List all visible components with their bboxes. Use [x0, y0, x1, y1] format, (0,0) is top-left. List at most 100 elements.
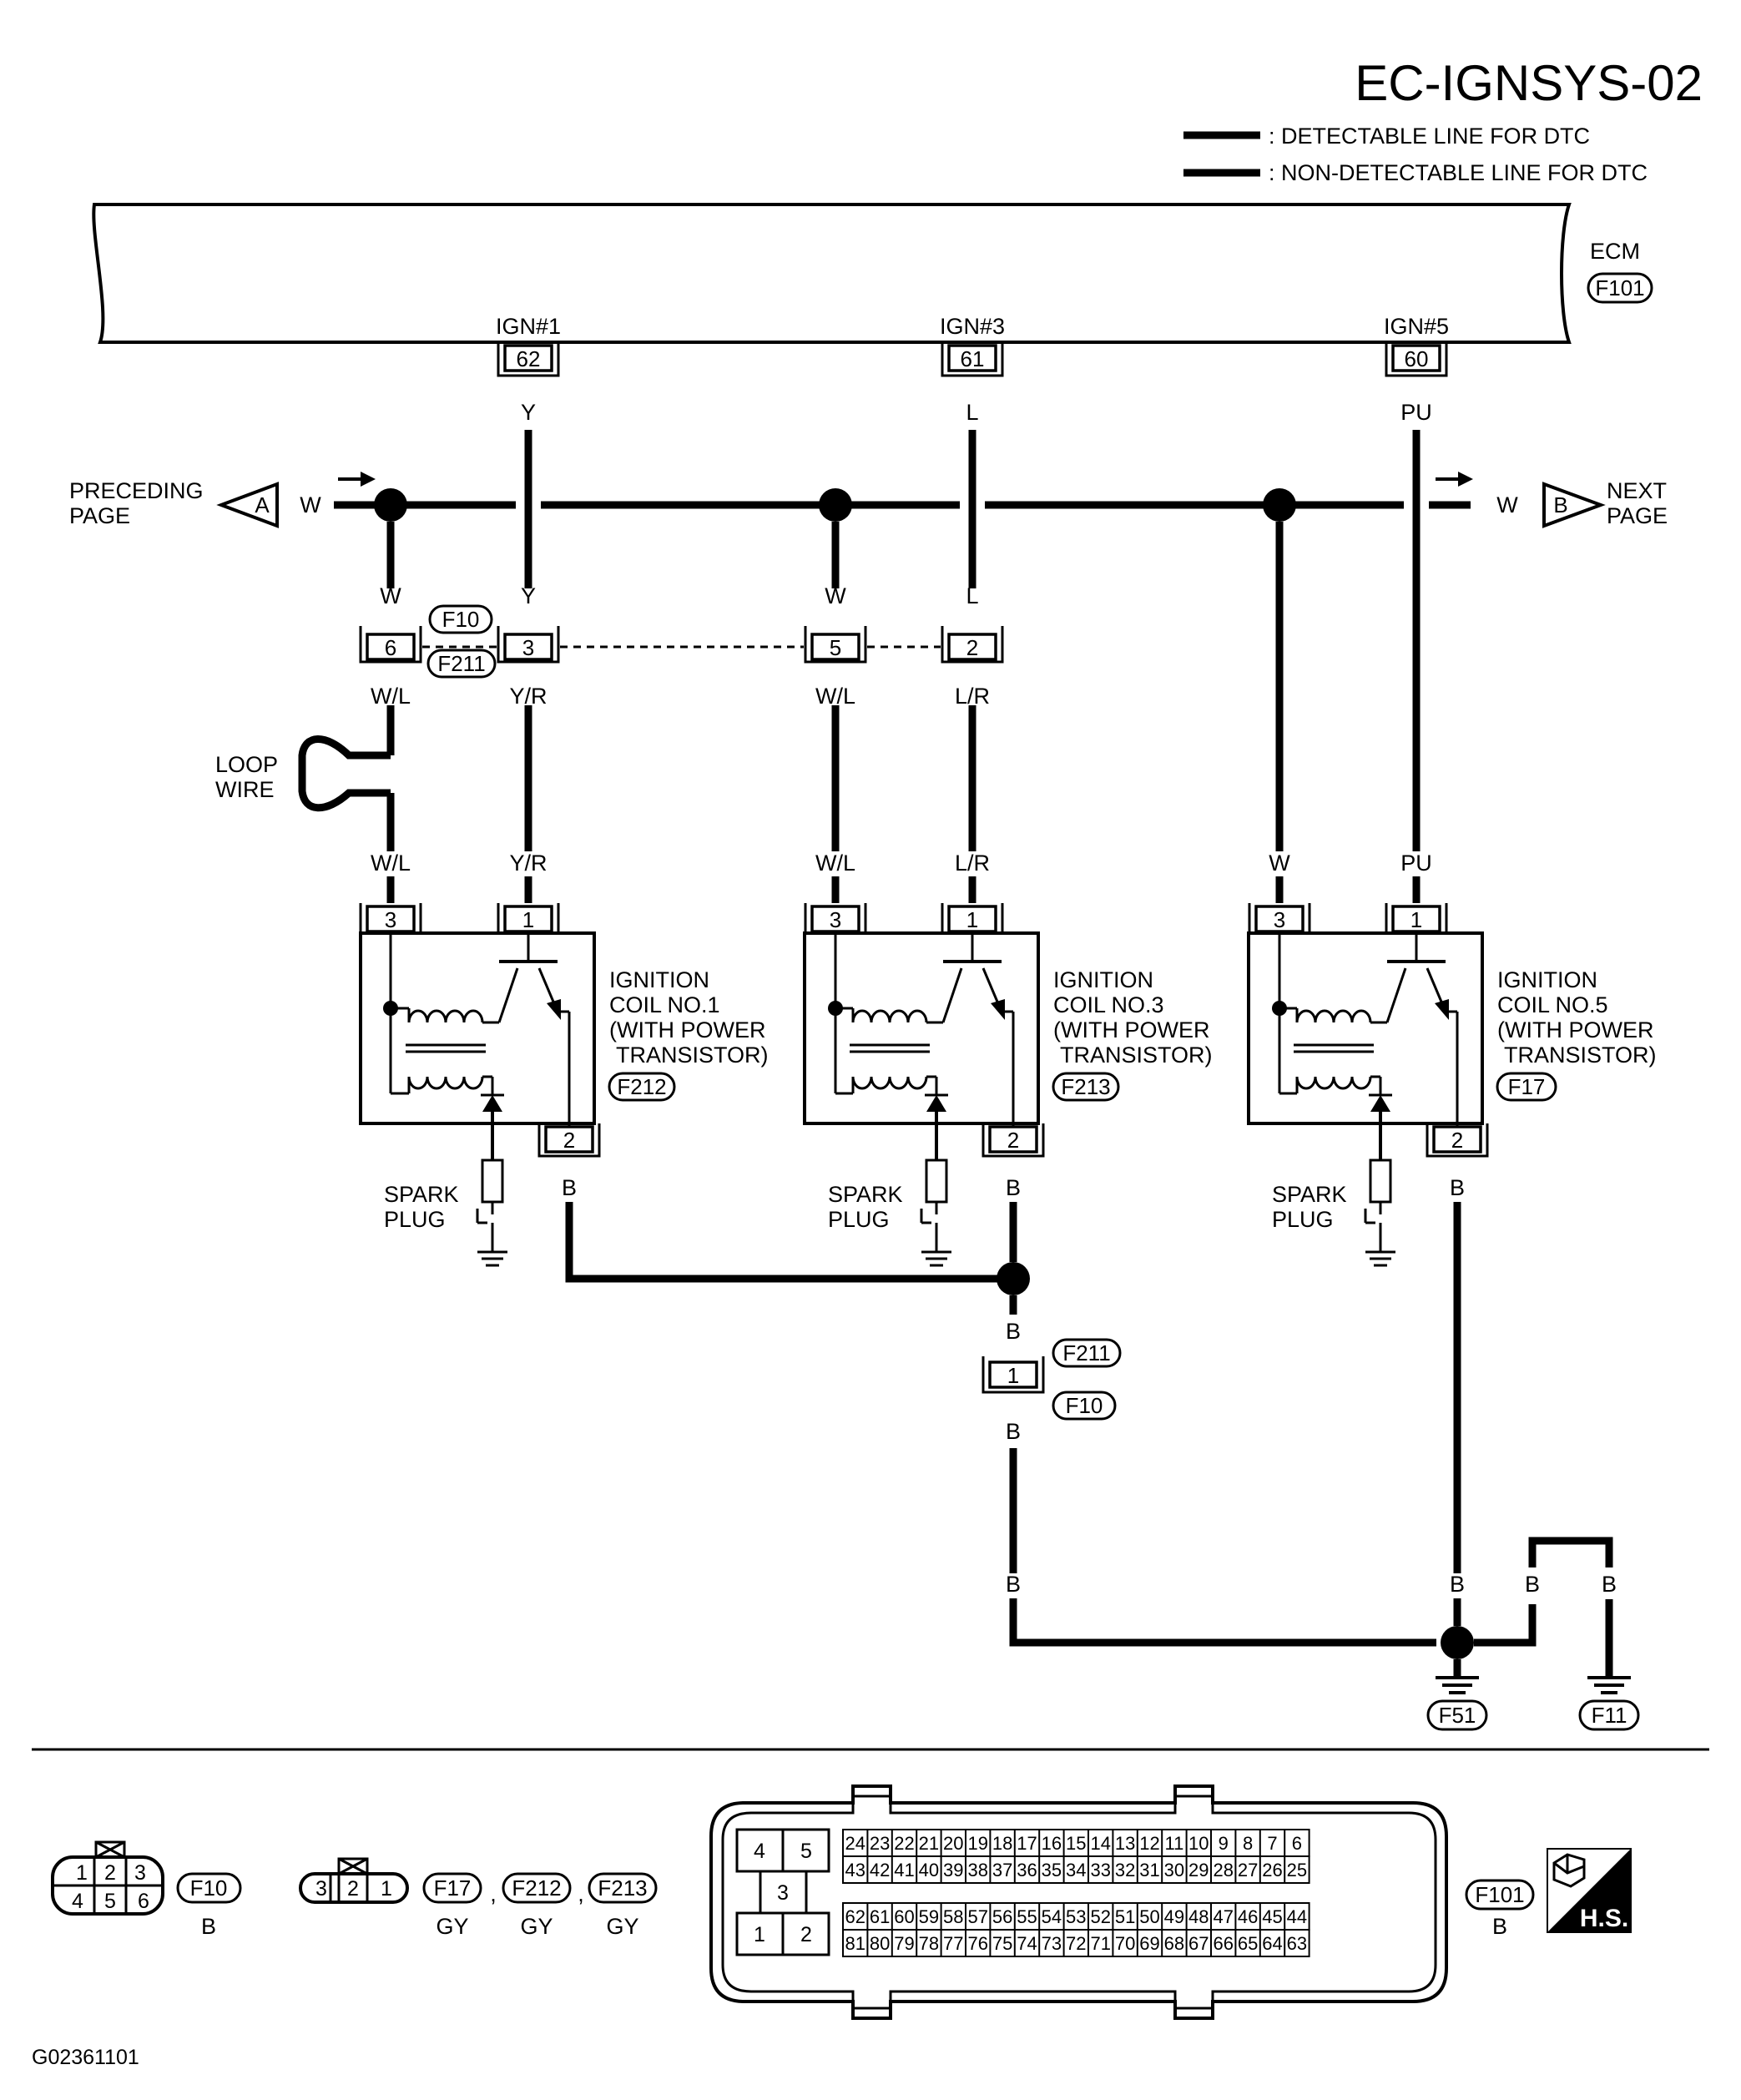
harness-output-labels: W/L Y/R W/L L/R	[371, 684, 990, 709]
ecm-connector-pin: 65	[1238, 1933, 1258, 1954]
coil-label-line3: (WITH POWER	[1497, 1017, 1653, 1042]
ecm-connector-pin: 10	[1188, 1833, 1209, 1854]
transistor-collector	[941, 967, 963, 1023]
ecm-connector-pin: 67	[1188, 1933, 1209, 1954]
ecm-connector-pin: 55	[1017, 1906, 1037, 1927]
terminal-pin-box	[810, 633, 860, 661]
ecm-connector-pin: 20	[943, 1833, 963, 1854]
next-page-line1: NEXT	[1607, 478, 1667, 503]
wire-color-label: W/L	[815, 684, 855, 709]
wire-color-label: Y	[521, 400, 536, 425]
ecm-terminal-ign3: IGN#3 61 L	[940, 314, 1005, 425]
coil-label-line4: TRANSISTOR)	[616, 1042, 769, 1068]
wire-color-label: B	[1525, 1572, 1540, 1597]
connector-pin: 1	[754, 1923, 765, 1946]
connector-color: GY	[520, 1914, 553, 1939]
connector-code-pill	[1052, 1391, 1117, 1421]
ecm-connector-pin: 17	[1017, 1833, 1037, 1854]
connector-code-pill	[422, 1872, 482, 1904]
terminal-pin-box	[1254, 905, 1304, 933]
connector-pin: 4	[754, 1840, 765, 1863]
offpage-flag-a	[216, 482, 279, 528]
wire-color-label: L	[966, 583, 978, 608]
ecm-connector-pin: 14	[1090, 1833, 1110, 1854]
spark-plug-ground-icon	[1364, 1202, 1395, 1267]
junction-dot	[819, 488, 852, 522]
ecm-connector-pin: 6	[1292, 1833, 1302, 1854]
ecm-connector-pin: 69	[1139, 1933, 1159, 1954]
terminal-bracket	[359, 626, 422, 664]
ecm-connector-pin: 25	[1287, 1860, 1307, 1880]
ecm-terminal-ign5: IGN#5 60 PU	[1384, 314, 1449, 425]
wire-b	[1528, 1537, 1613, 1567]
terminal-bracket	[497, 344, 560, 377]
ecm-connector-pin: 37	[992, 1860, 1012, 1880]
terminal-pin-box	[503, 344, 553, 372]
terminal-pin-box	[1391, 344, 1441, 372]
coil-label-line1: IGNITION	[1053, 967, 1153, 992]
connector-color: GY	[436, 1914, 468, 1939]
ecm-connector-pin: 43	[845, 1860, 865, 1880]
wire-color-label: L/R	[955, 684, 990, 709]
terminal-pin-box	[544, 1125, 594, 1153]
line-legend: : DETECTABLE LINE FOR DTC : NON-DETECTAB…	[1183, 124, 1648, 185]
connector-latch-icon	[94, 1840, 126, 1859]
spark-plug-line2: PLUG	[828, 1207, 890, 1232]
w-power-bus	[334, 488, 1471, 522]
ecm-connector-pin: 29	[1188, 1860, 1209, 1880]
connector-pin: 2	[104, 1861, 116, 1885]
wire-b	[1474, 1604, 1537, 1647]
offpage-letter-a: A	[255, 492, 270, 517]
ecm-pin-row	[842, 1829, 1310, 1857]
spark-plug-body	[1369, 1159, 1392, 1204]
connector-pin: 3	[777, 1881, 789, 1905]
ecm-connector-pin: 13	[1115, 1833, 1135, 1854]
legend-detectable-label: : DETECTABLE LINE FOR DTC	[1269, 124, 1590, 149]
secondary-winding	[407, 1076, 484, 1090]
ecm-connector-pin: 79	[894, 1933, 914, 1954]
terminal-pin-box	[947, 344, 997, 372]
hs-badge-triangle	[1547, 1849, 1631, 1932]
terminal-pin-number: 61	[961, 346, 985, 371]
connector-code: F10	[190, 1875, 228, 1901]
coil-body	[359, 931, 596, 1125]
terminal-bracket	[497, 626, 560, 664]
spark-plug-body	[481, 1159, 504, 1204]
ecm-connector-pin: 51	[1115, 1906, 1135, 1927]
ecm-connector-pin: 70	[1115, 1933, 1135, 1954]
terminal-bracket	[941, 344, 1004, 377]
transistor-arrow	[547, 999, 561, 1020]
terminal-pin-number: 3	[1274, 907, 1285, 932]
terminal-pin-box	[947, 905, 997, 933]
connector-pin: 5	[104, 1890, 116, 1913]
ecm-connector-pin: 12	[1139, 1833, 1159, 1854]
ecm-pin-row	[842, 1902, 1310, 1931]
ecm-connector-pin: 11	[1164, 1833, 1183, 1854]
ecm-connector-pin: 58	[943, 1906, 963, 1927]
connector-view-coil: 3 2 1 F17 , F212 , F213 GY GY GY	[299, 1857, 658, 1939]
ecm-connector-pin: 36	[1017, 1860, 1037, 1880]
terminal-pin-box	[947, 633, 997, 661]
secondary-winding	[851, 1076, 928, 1090]
terminal-pin-number: 2	[563, 1128, 575, 1153]
wire-color-label: B	[1006, 1175, 1021, 1200]
ecm-connector-pin: 71	[1090, 1933, 1110, 1954]
connector-code-pill	[1052, 1072, 1120, 1102]
coil-label-line4: TRANSISTOR)	[1504, 1042, 1657, 1068]
coil-body	[803, 931, 1040, 1125]
coil-label-line3: (WITH POWER	[609, 1017, 765, 1042]
ecm-connector-pin: 19	[967, 1833, 987, 1854]
ecm-connector-pin: 72	[1066, 1933, 1086, 1954]
ecm-connector-pin: 46	[1238, 1906, 1258, 1927]
connector-code-pill	[588, 1872, 658, 1904]
transistor-collector	[497, 967, 519, 1023]
terminal-pin-number: 3	[522, 635, 534, 660]
harness-connector-f10-f211: 6 3 5 2 F10 F211	[359, 604, 1004, 679]
harness-pin-3: 3	[497, 626, 560, 664]
loop-wire-line2: WIRE	[215, 777, 275, 802]
terminal-bracket	[1426, 1123, 1489, 1158]
ecm-connector-inner-outline	[721, 1795, 1437, 2010]
ecm-connector-pin: 21	[919, 1833, 939, 1854]
ecm-connector-pin: 40	[919, 1860, 939, 1880]
